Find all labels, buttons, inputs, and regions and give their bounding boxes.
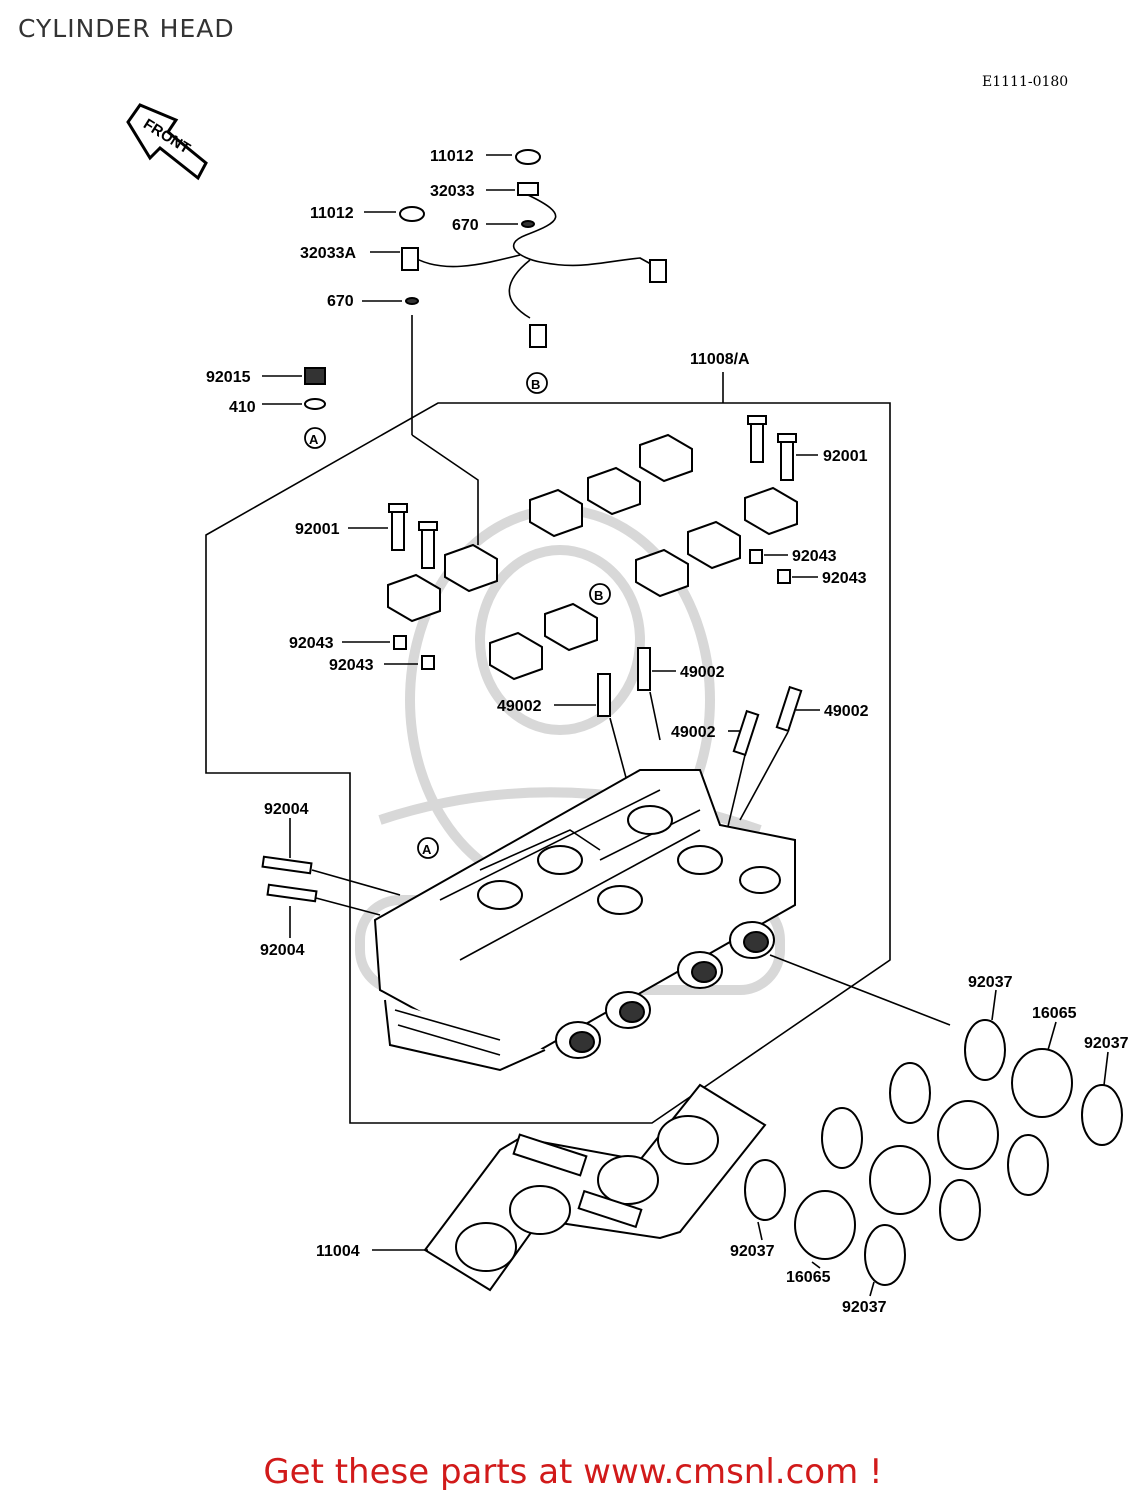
part-label: 16065 <box>786 1269 831 1286</box>
part-label: 92004 <box>260 942 305 959</box>
callout-a-top: A <box>304 427 326 449</box>
svg-text:B: B <box>531 377 540 392</box>
part-label: 410 <box>229 399 256 416</box>
part-label: 49002 <box>671 724 716 741</box>
svg-text:A: A <box>422 842 432 857</box>
studs-92004 <box>261 855 401 916</box>
callout-b-mid: B <box>589 583 611 605</box>
part-label: 11012 <box>430 148 474 165</box>
part-label: 49002 <box>680 664 725 681</box>
part-label: 16065 <box>1032 1005 1077 1022</box>
part-label: 32033 <box>430 183 475 200</box>
dowels-92043 <box>393 549 791 670</box>
bolts-92001 <box>388 415 797 569</box>
page-title: CYLINDER HEAD <box>18 14 235 43</box>
part-label: 92037 <box>1084 1035 1129 1052</box>
part-label: 49002 <box>824 703 869 720</box>
camshaft-caps <box>387 433 798 681</box>
svg-text:A: A <box>309 432 319 447</box>
part-label: 92037 <box>842 1299 887 1316</box>
part-label: 49002 <box>497 698 542 715</box>
footer-link-text[interactable]: Get these parts at www.cmsnl.com ! <box>263 1452 883 1492</box>
part-label: 92037 <box>730 1243 775 1260</box>
cylinder-head <box>373 769 796 1072</box>
part-label: 11004 <box>316 1243 360 1260</box>
part-label: 92015 <box>206 369 251 386</box>
part-label: 92001 <box>823 448 868 465</box>
callout-a-mid: A <box>417 837 439 859</box>
part-label: 92037 <box>968 974 1013 991</box>
part-label: 92043 <box>329 657 374 674</box>
part-label: 32033A <box>300 245 356 262</box>
callout-b-top: B <box>526 372 548 394</box>
svg-text:B: B <box>594 588 603 603</box>
part-label: 92001 <box>295 521 340 538</box>
assembly-frame <box>205 402 891 1124</box>
part-label: 11012 <box>310 205 354 222</box>
part-label: 92043 <box>792 548 837 565</box>
part-numbers: 11012 32033 11012 670 32033A 670 11008/A… <box>206 148 1129 1316</box>
part-label: 670 <box>327 293 354 310</box>
front-arrow-icon: FRONT <box>126 103 208 181</box>
head-gasket-11004 <box>423 1083 767 1292</box>
part-label: 92043 <box>822 570 867 587</box>
drawing-code: E1111-0180 <box>982 74 1069 90</box>
part-label: 92004 <box>264 801 309 818</box>
part-label: 670 <box>452 217 479 234</box>
part-label: 11008/A <box>690 351 750 368</box>
part-label: 92043 <box>289 635 334 652</box>
leader-lines <box>262 154 1109 1297</box>
oil-pipe <box>399 149 667 545</box>
intake-holders <box>744 1019 1123 1286</box>
cylinder-head-diagram: FRONT B A B A <box>126 103 1129 1316</box>
